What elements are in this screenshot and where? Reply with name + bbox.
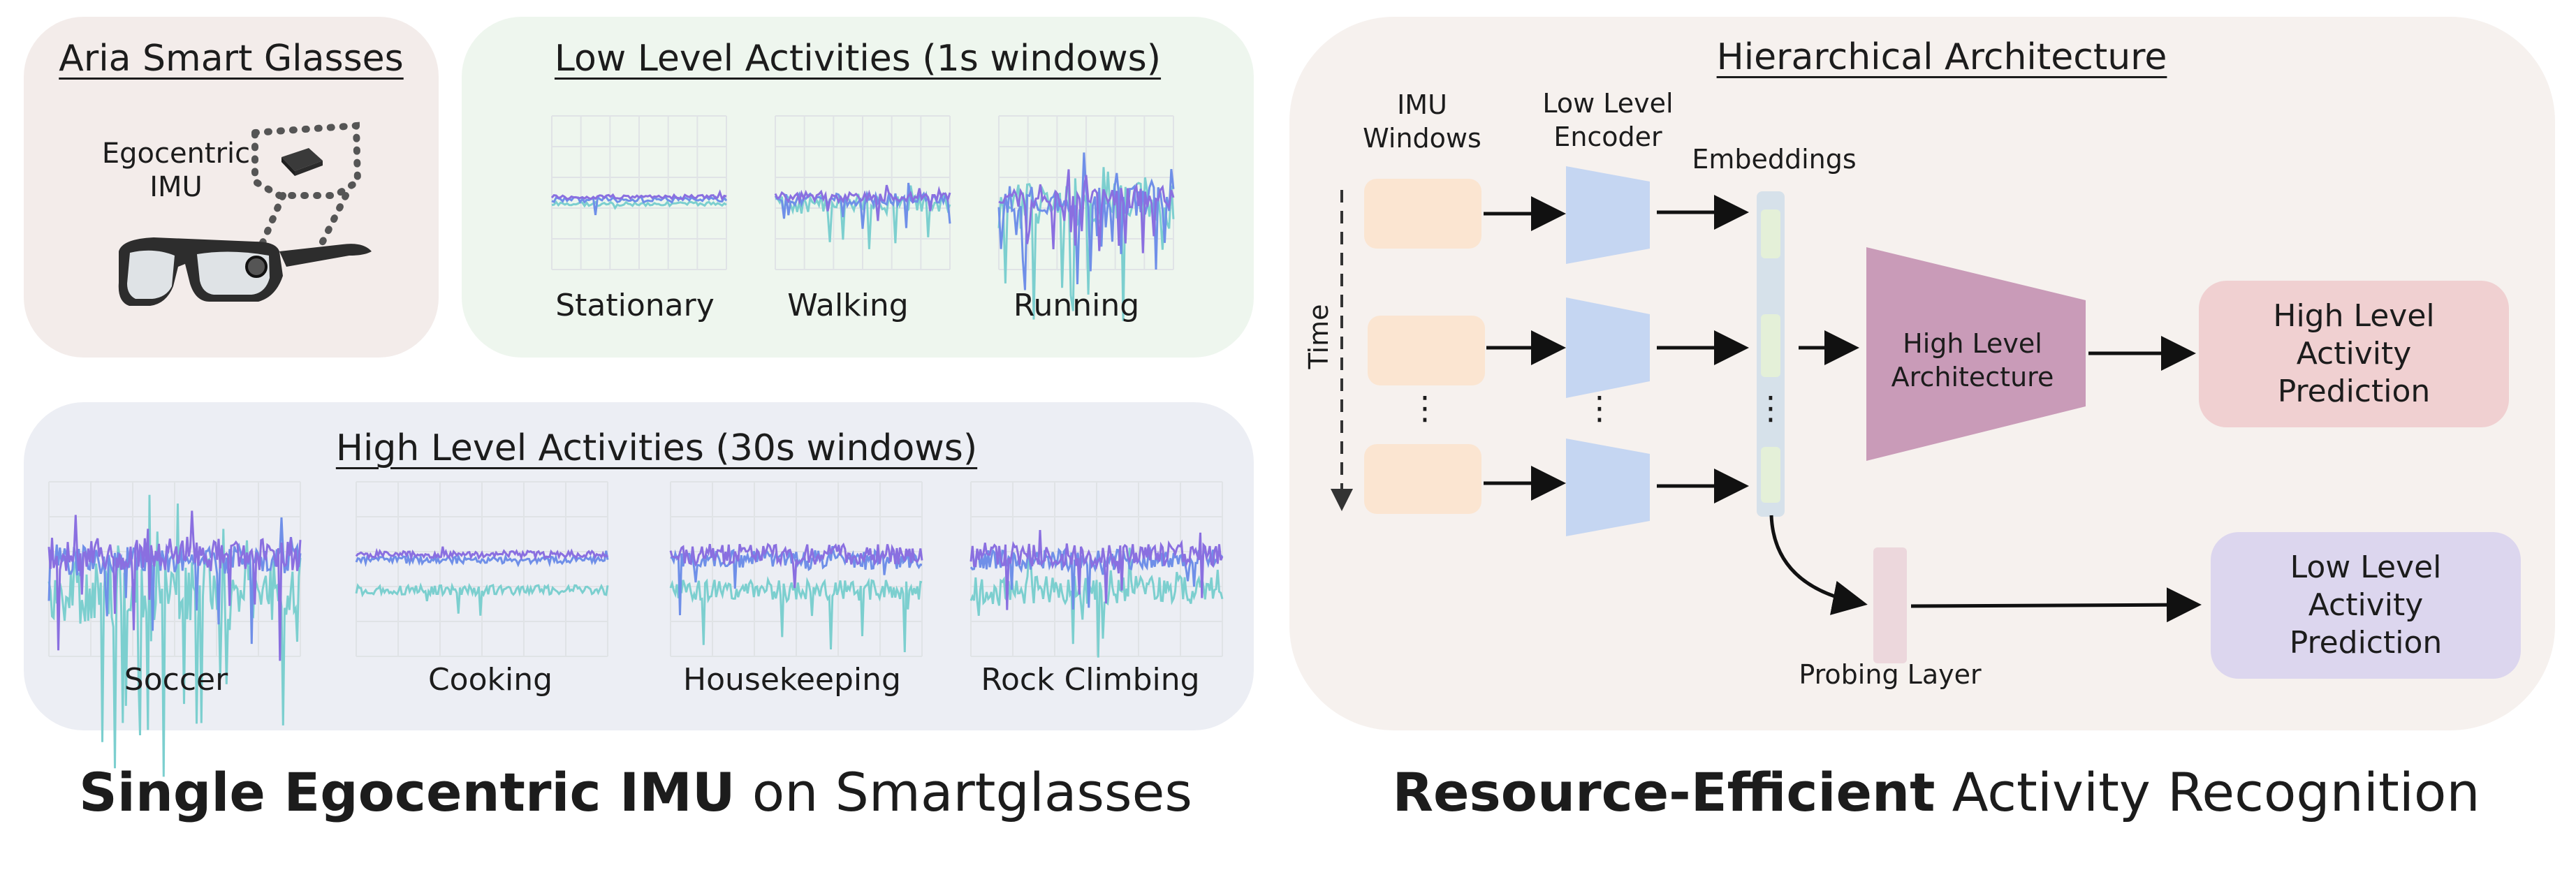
imu-window-2 — [1368, 316, 1485, 385]
arrow-probe-lowpred — [1910, 587, 2202, 623]
architecture-title: Hierarchical Architecture — [1716, 36, 2167, 78]
high-prediction-box — [2199, 281, 2509, 427]
high-arch-label: High Level Architecture — [1891, 327, 2054, 394]
imu-label-line1: Egocentric — [101, 138, 251, 170]
low-pred-line3: Prediction — [2289, 625, 2443, 661]
smart-glasses-icon — [118, 237, 372, 306]
low-pred-line2: Activity — [2308, 587, 2424, 623]
high-trace-purple-soccer — [47, 510, 302, 661]
ellipsis-encoders: ⋮ — [1583, 389, 1616, 427]
probing-layer — [1873, 547, 1907, 663]
high-level-architecture-block — [1866, 247, 2086, 461]
ellipsis-embeddings: ⋮ — [1755, 389, 1787, 427]
imu-window-1 — [1364, 179, 1481, 249]
high-activity-housekeeping: Housekeeping — [683, 662, 901, 698]
glasses-illustration — [118, 122, 372, 306]
caption-right: Resource-Efficient Activity Recognition — [1392, 761, 2480, 823]
low-trace-purple-running — [998, 169, 1175, 253]
low-trace-purple-stationary — [550, 189, 727, 202]
high-trace-teal-soccer — [47, 494, 302, 777]
low-prediction-box — [2211, 532, 2521, 679]
low-level-signals — [550, 115, 1175, 321]
low-activity-stationary: Stationary — [555, 288, 715, 323]
high-pred-line1: High Level — [2273, 298, 2435, 334]
low-activity-walking: Walking — [787, 288, 909, 323]
imu-label: Egocentric IMU — [102, 137, 250, 204]
low-grid-stationary — [551, 115, 727, 270]
embedding-cell-3 — [1761, 447, 1780, 503]
embeddings-label: Embeddings — [1692, 144, 1857, 175]
imu-windows-label: IMU Windows — [1363, 88, 1481, 155]
high-trace-teal-housekeeping — [669, 575, 923, 653]
caption-left-rest: on Smartglasses — [735, 761, 1192, 823]
ellipsis-windows: ⋮ — [1409, 389, 1441, 427]
encoder-1 — [1566, 166, 1650, 264]
high-trace-blue-cooking — [355, 550, 609, 568]
time-label: Time — [1303, 304, 1334, 369]
high-activity-cooking: Cooking — [427, 662, 553, 698]
encoder-line2: Encoder — [1553, 122, 1662, 152]
high-trace-teal-cooking — [355, 582, 609, 616]
embedding-cell-2 — [1761, 314, 1780, 377]
high-activity-soccer: Soccer — [124, 662, 228, 698]
encoder-label: Low Level Encoder — [1542, 87, 1673, 154]
low-grid-running — [998, 115, 1174, 270]
imu-label-line2: IMU — [149, 171, 203, 203]
time-arrowhead — [1331, 489, 1353, 511]
imu-windows-line2: Windows — [1363, 123, 1481, 154]
caption-right-rest: Activity Recognition — [1935, 761, 2480, 823]
chip-icon — [281, 148, 323, 176]
arrow-emb-probe — [1769, 515, 1868, 615]
embedding-cell-1 — [1761, 209, 1780, 258]
high-level-signals — [47, 481, 1224, 777]
imu-windows-line1: IMU — [1397, 89, 1447, 120]
high-arch-line1: High Level — [1903, 328, 2042, 359]
high-trace-purple-cooking — [355, 546, 609, 562]
high-arch-line2: Architecture — [1891, 362, 2054, 392]
high-pred-line3: Prediction — [2277, 374, 2431, 409]
low-pred-line1: Low Level — [2290, 550, 2442, 585]
encoder-2 — [1566, 297, 1650, 398]
high-trace-purple-housekeeping — [669, 543, 923, 589]
low-level-title: Low Level Activities (1s windows) — [554, 38, 1162, 80]
caption-right-bold: Resource-Efficient — [1392, 761, 1935, 823]
high-pred-line2: Activity — [2296, 336, 2412, 371]
probing-layer-label: Probing Layer — [1799, 659, 1982, 690]
high-prediction-label: High Level Activity Prediction — [2273, 297, 2434, 411]
high-level-title: High Level Activities (30s windows) — [335, 427, 978, 469]
low-prediction-label: Low Level Activity Prediction — [2290, 549, 2443, 662]
encoder-3 — [1566, 439, 1650, 536]
high-activity-rock-climbing: Rock Climbing — [981, 662, 1200, 698]
caption-left-bold: Single Egocentric IMU — [79, 761, 736, 823]
high-grid-cooking — [356, 481, 608, 657]
imu-window-3 — [1364, 444, 1481, 514]
encoder-line1: Low Level — [1542, 88, 1674, 119]
aria-title: Aria Smart Glasses — [59, 38, 404, 80]
low-activity-running: Running — [1013, 288, 1140, 323]
low-trace-purple-walking — [774, 184, 951, 221]
high-trace-purple-rock-climbing — [969, 530, 1224, 610]
caption-left: Single Egocentric IMU on Smartglasses — [79, 761, 1192, 823]
